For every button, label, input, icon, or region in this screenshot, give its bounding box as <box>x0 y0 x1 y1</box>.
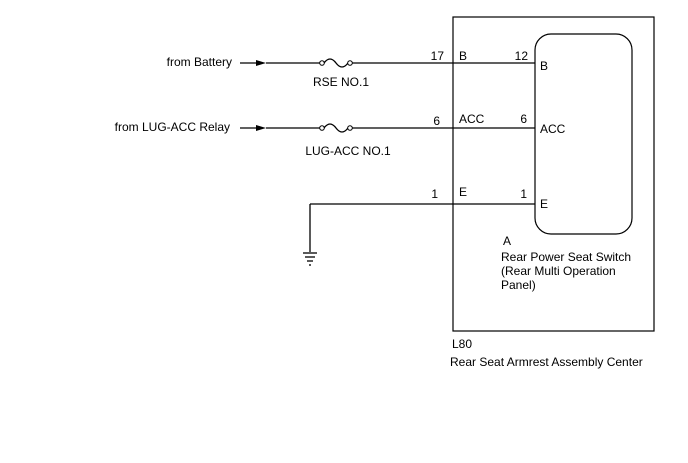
l80-label-b: B <box>459 49 467 63</box>
source-battery-label: from Battery <box>167 55 232 69</box>
source-lug-acc-label: from LUG-ACC Relay <box>115 120 230 134</box>
rse-fuse-icon <box>323 58 349 68</box>
rse-fuse-terminal-right <box>347 60 353 66</box>
switch-box-a <box>534 33 633 235</box>
l80-code: L80 <box>452 337 472 351</box>
a-pin-e: 1 <box>520 187 527 201</box>
lug-acc-fuse-label: LUG-ACC NO.1 <box>305 144 391 158</box>
a-name-line2: (Rear Multi Operation <box>501 264 616 278</box>
l80-pin-e: 1 <box>431 187 438 201</box>
a-name-line3: Panel) <box>501 278 536 292</box>
l80-pin-acc: 6 <box>433 114 440 128</box>
a-label-acc: ACC <box>540 122 566 136</box>
rse-fuse-label: RSE NO.1 <box>313 75 369 89</box>
l80-name: Rear Seat Armrest Assembly Center <box>450 355 643 369</box>
a-name-line1: Rear Power Seat Switch <box>501 250 631 264</box>
a-pin-b: 12 <box>515 49 529 63</box>
lug-acc-fuse-terminal-right <box>347 125 353 131</box>
battery-arrow-icon <box>256 60 266 66</box>
rse-fuse-terminal-left <box>319 60 325 66</box>
l80-pin-b: 17 <box>431 49 445 63</box>
assembly-box-l80 <box>452 16 655 332</box>
a-pin-acc: 6 <box>520 112 527 126</box>
a-label-b: B <box>540 59 548 73</box>
a-code: A <box>503 234 511 248</box>
ground-icon <box>303 252 317 266</box>
l80-label-acc: ACC <box>459 112 485 126</box>
l80-label-e: E <box>459 185 467 199</box>
lug-acc-fuse-terminal-left <box>319 125 325 131</box>
lug-acc-fuse-icon <box>323 123 349 133</box>
acc-arrow-icon <box>256 125 266 131</box>
a-label-e: E <box>540 197 548 211</box>
